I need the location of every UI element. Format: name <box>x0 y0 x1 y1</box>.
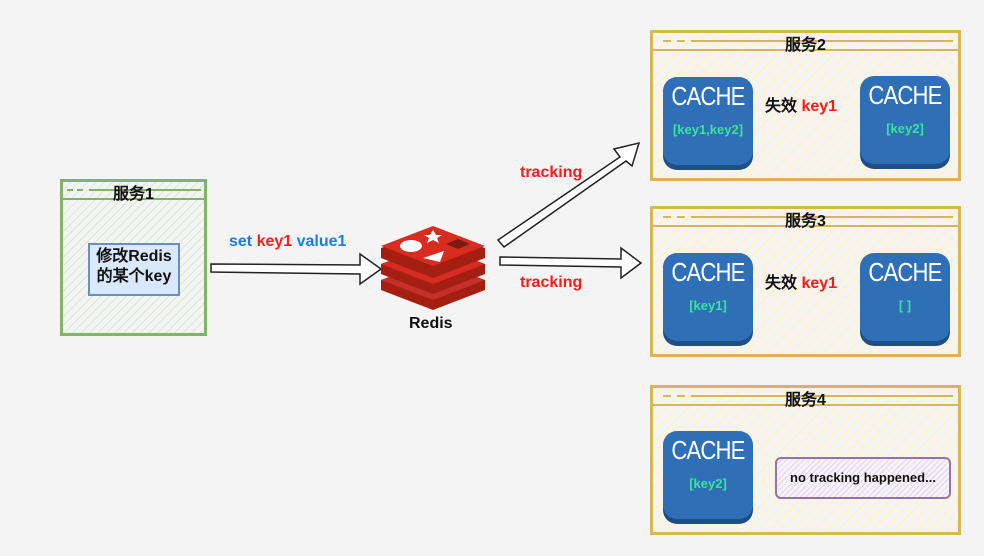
command-set: set <box>229 233 253 250</box>
service1-titlebar: 服务1 <box>63 182 204 203</box>
cache-title: CACHE <box>671 257 745 287</box>
arrow-service1-to-redis <box>210 252 383 286</box>
service1-title: 服务1 <box>113 186 154 203</box>
arrow-redis-to-service3 <box>499 246 643 280</box>
cache-keys: [key2] <box>689 476 727 491</box>
invalidate-verb: 失效 <box>765 275 798 292</box>
service2-invalidate-label: 失效 key1 <box>765 92 837 116</box>
service4-title: 服务4 <box>785 392 826 409</box>
service4-titlebar: 服务4 <box>653 388 958 409</box>
cache-title: CACHE <box>868 257 942 287</box>
command-key: key1 <box>256 233 293 250</box>
tracking-label-service2: tracking <box>520 164 583 181</box>
service1-window: 服务1 修改Redis 的某个key <box>60 179 207 336</box>
service2-cache-before: CACHE [key1,key2] <box>663 77 753 165</box>
arrow-redis-to-service2 <box>496 141 641 249</box>
invalidate-key: key1 <box>801 275 838 292</box>
cache-keys: [key1,key2] <box>672 122 744 137</box>
tracking-label-service3: tracking <box>520 274 583 291</box>
note-line-2: 的某个key <box>96 268 172 285</box>
service1-note: 修改Redis 的某个key <box>88 243 180 296</box>
service4-cache: CACHE [key2] <box>663 431 753 519</box>
redis-label: Redis <box>409 315 453 332</box>
cache-title: CACHE <box>671 81 745 111</box>
service3-invalidate-label: 失效 key1 <box>765 269 837 293</box>
service2-title: 服务2 <box>785 37 826 54</box>
cache-keys: [key1] <box>689 298 727 313</box>
service2-titlebar: 服务2 <box>653 33 958 54</box>
redis-logo-icon <box>381 226 485 310</box>
cache-keys: [key2] <box>886 121 924 136</box>
service2-cache-after: CACHE [key2] <box>860 76 950 164</box>
cache-title: CACHE <box>671 435 745 465</box>
cache-title: CACHE <box>868 80 942 110</box>
invalidate-key: key1 <box>801 98 838 115</box>
service3-titlebar: 服务3 <box>653 209 958 230</box>
service3-cache-after: CACHE [ ] <box>860 253 950 341</box>
command-value: value1 <box>296 233 347 250</box>
cache-keys: [ ] <box>898 298 912 313</box>
invalidate-verb: 失效 <box>765 98 798 115</box>
note-line-1: 修改Redis <box>96 248 172 265</box>
set-command-label: set key1 value1 <box>229 233 346 251</box>
service3-cache-before: CACHE [key1] <box>663 253 753 341</box>
service3-title: 服务3 <box>785 213 826 230</box>
no-tracking-note: no tracking happened... <box>775 457 951 499</box>
